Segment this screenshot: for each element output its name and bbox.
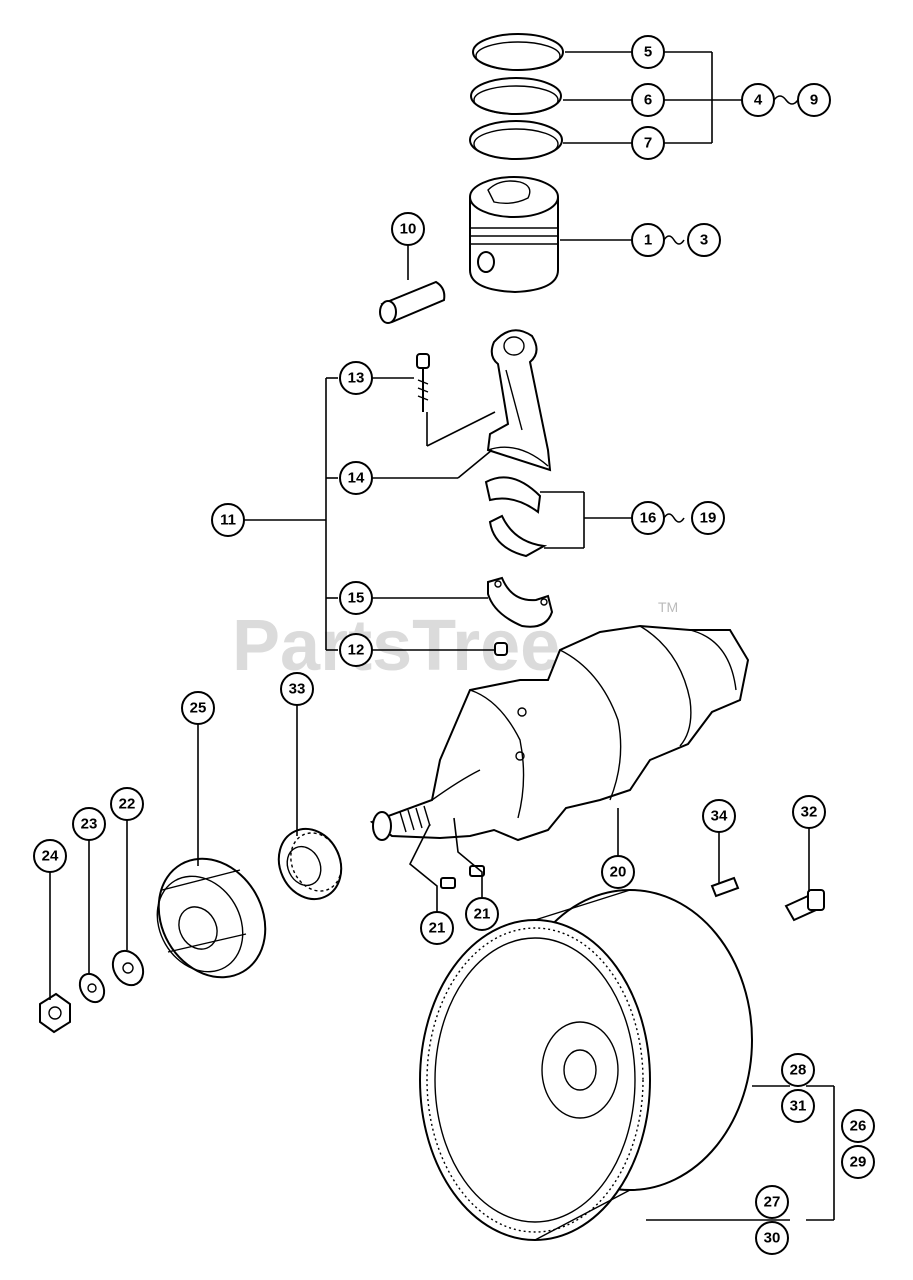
svg-text:7: 7 bbox=[644, 135, 652, 152]
svg-text:31: 31 bbox=[790, 1098, 807, 1115]
svg-text:27: 27 bbox=[764, 1194, 781, 1211]
connecting-rod-bolt bbox=[416, 353, 430, 412]
pulley-nut bbox=[39, 992, 71, 1034]
svg-text:24: 24 bbox=[42, 848, 59, 865]
svg-text:32: 32 bbox=[801, 804, 818, 821]
piston bbox=[469, 176, 559, 294]
svg-text:34: 34 bbox=[711, 808, 728, 825]
svg-text:21: 21 bbox=[429, 920, 446, 937]
watermark-trademark: TM bbox=[658, 599, 678, 615]
callout-6[interactable]: 6 bbox=[631, 83, 665, 117]
callout-14[interactable]: 14 bbox=[339, 461, 373, 495]
callout-1[interactable]: 1 bbox=[631, 223, 665, 257]
callout-5[interactable]: 5 bbox=[631, 35, 665, 69]
rod-nut bbox=[494, 642, 508, 656]
leader-lines bbox=[49, 51, 835, 1221]
svg-text:1: 1 bbox=[644, 232, 652, 249]
woodruff-key-right bbox=[469, 865, 485, 877]
callout-13[interactable]: 13 bbox=[339, 361, 373, 395]
callout-15[interactable]: 15 bbox=[339, 581, 373, 615]
svg-text:20: 20 bbox=[610, 864, 627, 881]
bearing-upper-half bbox=[484, 476, 542, 514]
svg-text:5: 5 bbox=[644, 44, 652, 61]
flywheel-bolt bbox=[784, 889, 825, 922]
pulley-washer bbox=[111, 949, 145, 987]
callout-21-right[interactable]: 21 bbox=[465, 897, 499, 931]
svg-text:6: 6 bbox=[644, 92, 652, 109]
svg-text:19: 19 bbox=[700, 510, 717, 527]
svg-text:13: 13 bbox=[348, 370, 365, 387]
callout-27[interactable]: 27 bbox=[755, 1185, 789, 1219]
callout-22[interactable]: 22 bbox=[110, 787, 144, 821]
callout-20[interactable]: 20 bbox=[601, 855, 635, 889]
svg-text:14: 14 bbox=[348, 470, 365, 487]
callout-12[interactable]: 12 bbox=[339, 633, 373, 667]
crankshaft-pulley bbox=[156, 857, 267, 979]
callout-33[interactable]: 33 bbox=[280, 672, 314, 706]
svg-text:33: 33 bbox=[289, 681, 306, 698]
svg-text:26: 26 bbox=[850, 1118, 867, 1135]
svg-text:30: 30 bbox=[764, 1230, 781, 1247]
callout-16[interactable]: 16 bbox=[631, 501, 665, 535]
callout-21-left[interactable]: 21 bbox=[420, 911, 454, 945]
callout-23[interactable]: 23 bbox=[72, 807, 106, 841]
bearing-lower-half bbox=[488, 514, 548, 558]
woodruff-key-left bbox=[440, 877, 456, 889]
svg-text:9: 9 bbox=[810, 92, 818, 109]
svg-text:11: 11 bbox=[220, 512, 236, 529]
svg-text:15: 15 bbox=[348, 590, 365, 607]
callout-34[interactable]: 34 bbox=[702, 799, 736, 833]
svg-text:4: 4 bbox=[754, 92, 763, 109]
svg-text:23: 23 bbox=[81, 816, 98, 833]
callout-4[interactable]: 4 bbox=[741, 83, 775, 117]
crankshaft bbox=[369, 624, 750, 842]
svg-text:3: 3 bbox=[700, 232, 708, 249]
svg-text:10: 10 bbox=[400, 221, 417, 238]
callout-28[interactable]: 28 bbox=[781, 1053, 815, 1087]
flywheel-with-ring-gear bbox=[419, 889, 753, 1241]
callout-11[interactable]: 11 bbox=[211, 503, 245, 537]
svg-text:29: 29 bbox=[850, 1154, 867, 1171]
callout-31[interactable]: 31 bbox=[781, 1089, 815, 1123]
svg-text:21: 21 bbox=[474, 906, 491, 923]
callout-10[interactable]: 10 bbox=[391, 212, 425, 246]
callout-25[interactable]: 25 bbox=[181, 691, 215, 725]
svg-text:12: 12 bbox=[348, 642, 365, 659]
callout-26[interactable]: 26 bbox=[841, 1109, 875, 1143]
callout-9[interactable]: 9 bbox=[797, 83, 831, 117]
callout-30[interactable]: 30 bbox=[755, 1221, 789, 1255]
crankshaft-gear bbox=[277, 827, 343, 901]
callout-32[interactable]: 32 bbox=[792, 795, 826, 829]
svg-text:16: 16 bbox=[640, 510, 657, 527]
connecting-rod bbox=[486, 329, 552, 472]
svg-text:22: 22 bbox=[119, 796, 136, 813]
svg-text:25: 25 bbox=[190, 700, 207, 717]
callout-24[interactable]: 24 bbox=[33, 839, 67, 873]
dowel-pin bbox=[710, 876, 740, 898]
connecting-rod-cap bbox=[487, 576, 554, 628]
piston-pin bbox=[379, 280, 446, 324]
callout-29[interactable]: 29 bbox=[841, 1145, 875, 1179]
callout-19[interactable]: 19 bbox=[691, 501, 725, 535]
piston-ring-oil bbox=[469, 120, 563, 160]
lock-washer bbox=[78, 972, 106, 1004]
piston-ring-second bbox=[470, 77, 562, 115]
callout-7[interactable]: 7 bbox=[631, 126, 665, 160]
svg-text:28: 28 bbox=[790, 1062, 807, 1079]
piston-ring-top bbox=[472, 33, 564, 71]
callout-3[interactable]: 3 bbox=[687, 223, 721, 257]
